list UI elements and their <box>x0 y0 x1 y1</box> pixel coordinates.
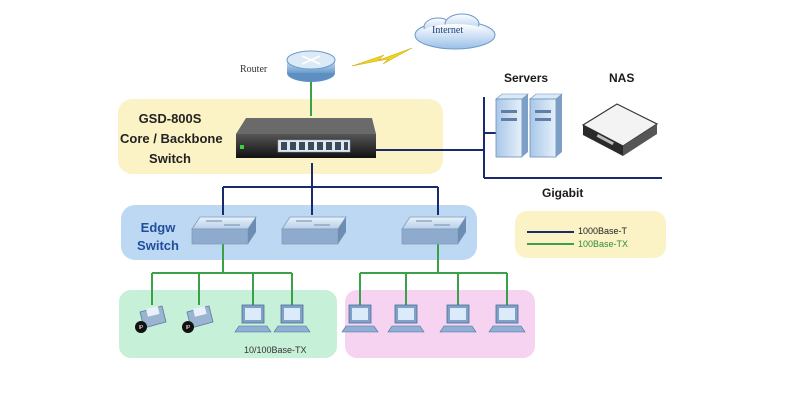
computer-icon <box>341 304 379 333</box>
edge-switch-icon <box>401 216 467 245</box>
edge-switch-label-line-1: Edgw <box>140 220 176 235</box>
servers-label: Servers <box>504 71 549 85</box>
edge-switch-icon <box>281 216 347 245</box>
core-switch-label: GSD-800S Core / Backbone Switch <box>120 109 223 169</box>
gigabit-links <box>222 97 662 215</box>
core-switch-name: GSD-800S <box>138 111 202 126</box>
ip-phone-icon: IP <box>182 305 214 333</box>
legend-label-1000base-t: 1000Base-T <box>578 226 628 236</box>
access-speed-label: 10/100Base-TX <box>244 345 307 355</box>
ip-phone-icon: IP <box>135 305 167 333</box>
core-switch-icon <box>236 118 376 158</box>
nas-icon <box>581 103 659 156</box>
computer-icon <box>273 304 311 333</box>
svg-text:IP: IP <box>139 325 144 331</box>
svg-text:IP: IP <box>186 325 191 331</box>
legend-label-100base-tx: 100Base-TX <box>578 239 629 249</box>
gigabit-label: Gigabit <box>542 186 584 200</box>
core-switch-role-line-2: Switch <box>149 151 191 166</box>
server-icon <box>529 93 563 158</box>
right-access-zone <box>345 290 535 358</box>
nas-label: NAS <box>609 71 635 85</box>
legend-box <box>515 211 666 258</box>
internet-cloud-icon <box>414 13 496 50</box>
internet-label: Internet <box>432 25 464 36</box>
router-icon <box>286 50 336 82</box>
router-label: Router <box>240 64 268 75</box>
computer-icon <box>488 304 526 333</box>
computer-icon <box>387 304 425 333</box>
edge-switch-icon <box>191 216 257 245</box>
core-switch-role-line-1: Core / Backbone <box>120 131 223 146</box>
edge-switch-label-line-2: Switch <box>137 238 179 253</box>
lightning-icon <box>351 47 413 67</box>
computer-icon <box>234 304 272 333</box>
edge-switch-label: Edgw Switch <box>128 219 188 255</box>
computer-icon <box>439 304 477 333</box>
server-icon <box>495 93 529 158</box>
fast-ethernet-links <box>151 80 508 305</box>
